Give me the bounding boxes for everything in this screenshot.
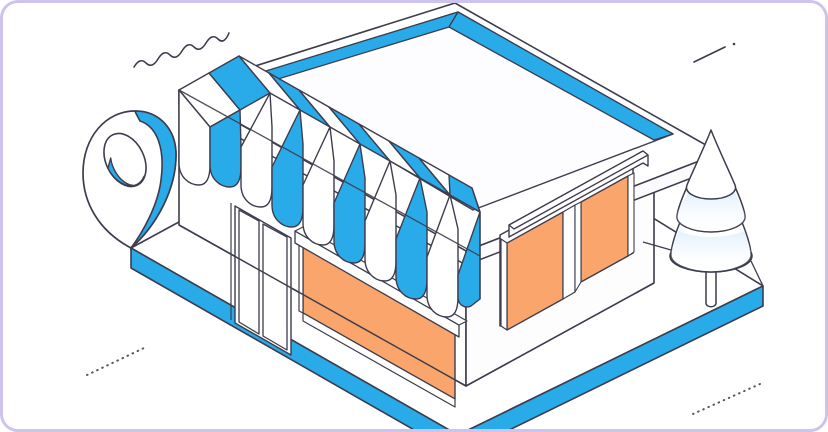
- awning-slat: [208, 55, 271, 188]
- shop-awning: [178, 55, 481, 318]
- decoration-dots-bottom-right: [692, 383, 761, 415]
- awning-slat: [358, 123, 421, 282]
- pine-tree: [642, 129, 764, 308]
- shop-door: [230, 203, 292, 356]
- decoration-squiggle-top-left: [133, 32, 230, 68]
- storefront-illustration: Line-art isometric drawing of a small sh…: [3, 3, 825, 429]
- shop-building: [178, 3, 721, 408]
- side-window: [499, 150, 649, 331]
- location-pin: [82, 110, 177, 251]
- awning-slat: [298, 89, 361, 246]
- awning-slat: [388, 140, 451, 300]
- awning-slat: [448, 174, 481, 308]
- decoration-dash-top-right: [693, 42, 736, 63]
- awning-slat: [238, 55, 301, 208]
- decoration-dots-bottom-left: [86, 347, 145, 376]
